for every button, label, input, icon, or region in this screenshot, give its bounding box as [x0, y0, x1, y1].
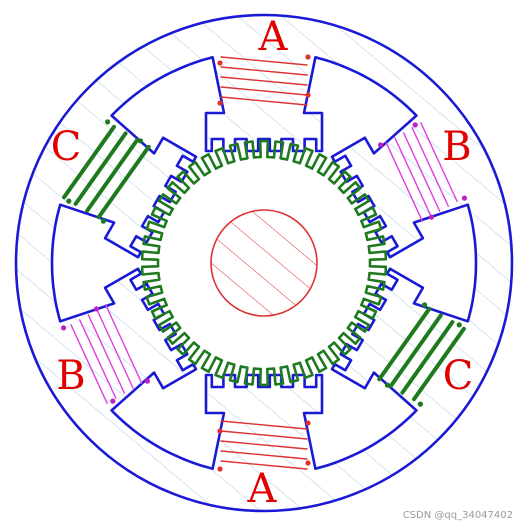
watermark: CSDN @qq_34047402: [403, 510, 513, 521]
winding-phase-b-pole-1: [378, 122, 467, 222]
phase-label-b-upper-right: B: [442, 124, 471, 170]
phase-windings: [61, 54, 467, 472]
phase-label-c-lower-right: C: [443, 353, 474, 399]
phase-label-a-bottom: A: [247, 466, 278, 512]
stator-yoke-hatch: [16, 15, 512, 511]
phase-label-c-upper-left: C: [51, 124, 82, 170]
winding-phase-a-pole-0: [217, 54, 311, 106]
rotor-shaft: [210, 209, 318, 317]
winding-phase-c-pole-2: [377, 302, 466, 407]
rotor-toothed-outline: [140, 139, 388, 387]
phase-label-a-top: A: [258, 14, 289, 60]
winding-phase-a-pole-3: [217, 420, 311, 472]
winding-phase-b-pole-4: [61, 304, 150, 404]
stator-outline: [14, 13, 514, 513]
winding-phase-c-pole-5: [62, 119, 151, 224]
phase-label-b-lower-left: B: [56, 353, 85, 399]
